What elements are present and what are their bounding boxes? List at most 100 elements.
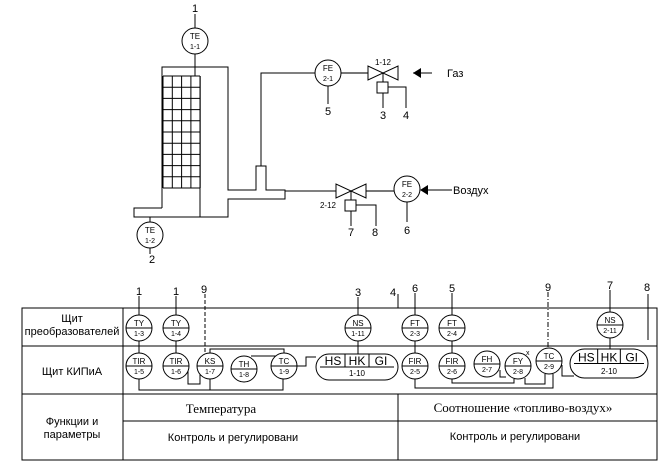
instrument-number: 1-7 [205,369,215,376]
group-ratio-title: Соотношение «топливо-воздух» [434,400,613,415]
instrument-number: 2-5 [410,369,420,376]
instrument-tag: NS [604,316,615,325]
line-label: 8 [644,282,650,294]
instrument-tag: FT [410,319,420,328]
instrument-tag: FH [482,355,493,364]
instrument-tag: FE [402,180,412,189]
panel-cell: HK [349,354,366,368]
instrument-number: 2-2 [402,192,412,199]
instrument-number: 1-2 [145,238,155,245]
air-label: Воздух [453,185,489,197]
furnace [133,54,286,218]
fy-mark: x [526,350,530,357]
instrument-fy-2-8: FY 2-8 [504,352,532,380]
instrument-th-1-8: TH 1-8 [230,355,258,383]
line-label: 5 [325,106,331,118]
instrument-tag: TE [190,32,200,41]
instrument-number: 2-9 [544,364,554,371]
row-label-kipia: Щит КИПиА [42,366,103,378]
instrument-number: 2-4 [447,331,457,338]
instrument-tag: TY [134,319,145,328]
valve-2-12-label: 2-12 [320,201,337,210]
instrument-number: 2-7 [482,367,492,374]
instrument-tag: FT [447,319,457,328]
instrument-tag: TE [145,226,155,235]
instrument-ft-2-4: FT 2-4 [438,314,466,342]
line-label: 1 [173,286,179,298]
instrument-tag: TY [171,319,182,328]
instrument-number: 2-8 [513,369,523,376]
group-ratio-sub: Контроль и регулировани [450,431,580,443]
instrument-ty-1-4: TY1-4 [162,314,190,342]
instrument-tir-1-5: TIR 1-5 [125,352,153,380]
instrument-tag: TC [544,352,555,361]
valve-1-12 [367,65,407,108]
instrument-tag: NS [352,319,363,328]
panel-cell: GI [625,351,638,365]
line-label: 9 [545,282,551,294]
valve-1-12-label: 1-12 [375,58,392,67]
instrument-number: 1-3 [134,331,144,338]
instrument-ns-1-11: NS 1-11 [344,314,372,342]
line-label: 8 [372,227,378,239]
instrument-tag: FIR [446,357,459,366]
valve-2-12 [335,183,377,226]
control-panel-2-10: HS HK GI 2-10 [569,348,649,379]
instrument-tag: TH [239,360,250,369]
line-label: 1 [136,286,142,298]
line-label: 9 [201,284,207,296]
panel-cell: HK [601,351,618,365]
line-label: 5 [449,283,455,295]
instrument-number: 2-6 [447,369,457,376]
instrument-tag: TC [279,357,290,366]
connections [138,290,649,391]
instrument-ns-2-11: NS 2-11 [596,311,624,339]
air-arrow-icon [420,185,428,195]
group-temperature-sub: Контроль и регулировани [168,432,298,444]
sensor-te-1-2: TE 1-2 [136,221,164,249]
instrument-number: 1-6 [171,369,181,376]
instrument-tc-1-9: TC 1-9 [270,352,298,380]
line-label: 2 [149,254,155,266]
instrument-tc-2-9: TC 2-9 [535,347,563,375]
instrument-ty-1-3: TY 1-3 [125,314,153,342]
instrument-fir-2-5: FIR 2-5 [401,352,429,380]
instrument-number: 1-5 [134,369,144,376]
instrument-number: 1-9 [279,369,289,376]
panel-cell: GI [375,354,388,368]
instrument-number: 2-11 [603,328,617,335]
instrument-tag: KS [205,357,216,366]
line-label: 3 [355,287,361,299]
line-label: 4 [403,110,409,122]
instrument-number: 2-3 [410,331,420,338]
instrument-number: 2-1 [323,76,333,83]
instrument-tag: FIR [409,357,422,366]
instrument-tag: FE [323,64,333,73]
table [21,307,658,461]
line-label: 6 [412,283,418,295]
line-label: 7 [348,227,354,239]
panel-cell: HS [578,351,595,365]
line-label: 3 [380,110,386,122]
panel-cell: HS [325,354,342,368]
instrument-ft-2-3: FT 2-3 [401,314,429,342]
instrument-number: 1-1 [190,44,200,51]
instrument-number: 1-8 [239,372,249,379]
panel-number: 2-10 [601,367,618,376]
line-label: 7 [607,280,613,292]
gas-label: Газ [447,68,463,80]
instrument-tag: TIR [133,357,146,366]
gas-pipe [260,72,315,166]
instrument-tag: FY [513,357,524,366]
sensor-fe-2-2: FE 2-2 [393,175,421,203]
instrument-number: 1-11 [351,331,365,338]
gas-arrow-icon [413,68,421,78]
sensor-fe-2-1: FE 2-1 [314,59,342,87]
line-label: 6 [404,225,410,237]
panel-number: 1-10 [349,369,366,378]
instrument-fh-2-7: FH 2-7 [473,350,501,378]
